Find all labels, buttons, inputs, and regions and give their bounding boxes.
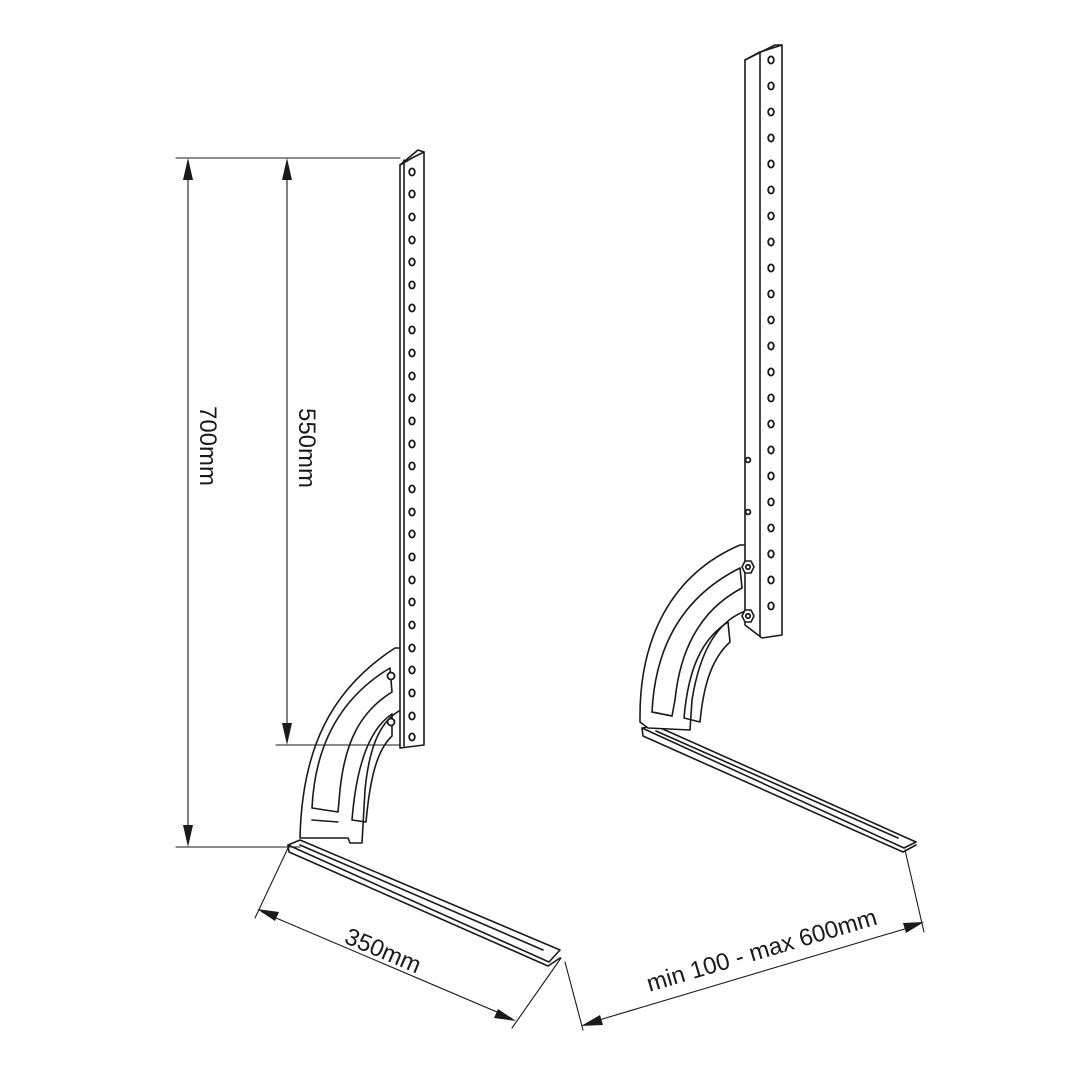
dimension-spacing: min 100 - max 600mm	[564, 849, 925, 1031]
left-column-holes	[408, 167, 416, 742]
left-base-foot	[287, 839, 561, 967]
total-height-label: 700mm	[194, 406, 221, 486]
dimension-total-height: 700mm	[175, 157, 401, 848]
right-curved-support	[639, 544, 749, 731]
right-column	[741, 44, 783, 639]
base-depth-label: 350mm	[341, 923, 425, 979]
right-stand	[639, 44, 917, 853]
dimension-column-height: 550mm	[275, 158, 401, 746]
right-column-holes	[767, 55, 775, 611]
column-height-label: 550mm	[293, 408, 320, 488]
left-column	[386, 149, 425, 749]
spacing-label: min 100 - max 600mm	[644, 904, 881, 998]
left-stand	[287, 149, 561, 967]
right-bolts	[741, 560, 755, 623]
right-base-foot	[641, 725, 917, 853]
